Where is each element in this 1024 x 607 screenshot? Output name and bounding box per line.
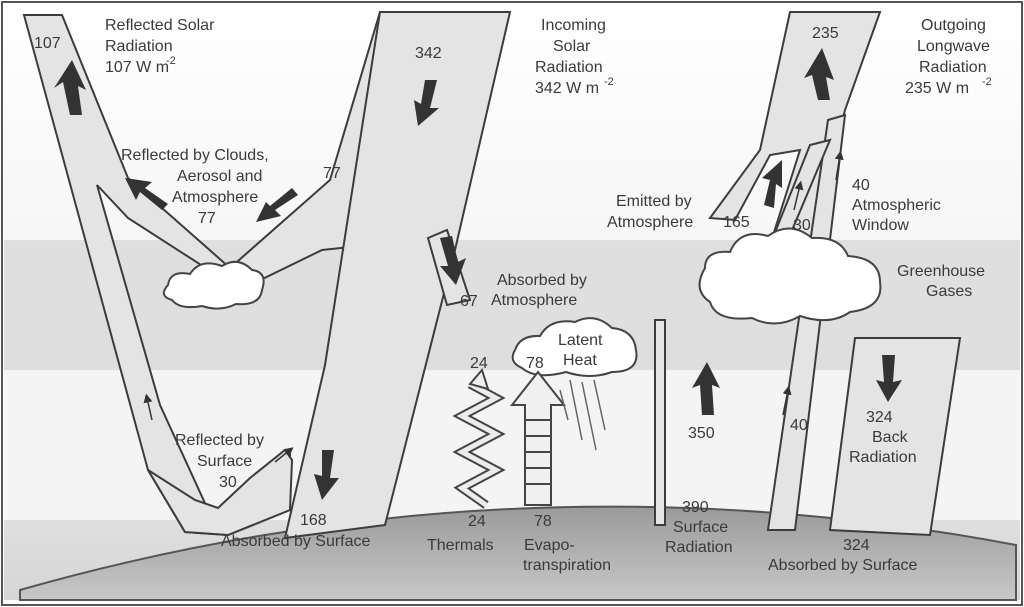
svg-text:Atmosphere: Atmosphere: [172, 189, 258, 206]
incoming-solar-value: 342: [415, 45, 442, 62]
thermals-up-value: 24: [470, 355, 488, 372]
arrow-absorbed-atmosphere: [440, 236, 466, 285]
svg-text:-2: -2: [166, 55, 176, 67]
cloud-latent-heat: [511, 317, 638, 377]
label-incoming-solar: 342 Incoming Solar Radiation 342 W m -2: [415, 17, 614, 97]
svg-text:24: 24: [468, 513, 486, 530]
arrow-outgoing-up: [804, 48, 834, 100]
svg-text:Absorbed by Surface: Absorbed by Surface: [221, 533, 371, 550]
back-radiation-column: [828, 337, 962, 537]
arrow-cloud-down-left: [256, 188, 298, 222]
svg-text:324: 324: [866, 409, 893, 426]
svg-text:Heat: Heat: [563, 352, 597, 369]
outgoing-longwave-band: [708, 11, 882, 246]
svg-text:Solar: Solar: [553, 38, 591, 55]
svg-text:Reflected by Clouds,: Reflected by Clouds,: [121, 147, 269, 164]
label-thermals: 24 Thermals: [427, 513, 494, 554]
svg-text:Radiation: Radiation: [919, 59, 987, 76]
thermals-arrowhead: [468, 367, 490, 391]
svg-text:-2: -2: [604, 76, 614, 88]
svg-text:67: 67: [460, 293, 478, 310]
svg-text:77: 77: [198, 210, 216, 227]
thermals-zigzag-inner: [456, 381, 502, 508]
svg-text:Radiation: Radiation: [849, 449, 917, 466]
svg-text:Reflected Solar: Reflected Solar: [105, 17, 215, 34]
svg-text:Absorbed by Surface: Absorbed by Surface: [768, 557, 918, 574]
flow-arrows: [54, 48, 902, 500]
svg-text:Radiation: Radiation: [665, 539, 733, 556]
window-inner-value: 30: [793, 217, 811, 234]
svg-text:Gases: Gases: [926, 283, 972, 300]
svg-text:Outgoing: Outgoing: [921, 17, 986, 34]
svg-text:Longwave: Longwave: [917, 38, 990, 55]
arrow-absorbed-surface-left: [314, 450, 339, 500]
surface-radiation-up-value: 350: [688, 425, 715, 442]
evapotranspiration-stripes: [525, 419, 551, 485]
svg-text:Incoming: Incoming: [541, 17, 606, 34]
svg-text:30: 30: [219, 474, 237, 491]
label-evapotranspiration: 78 Evapo- transpiration: [523, 513, 611, 574]
arrow-incoming-down: [414, 80, 439, 126]
rain-streaks: [559, 379, 606, 451]
svg-text:Back: Back: [872, 429, 909, 446]
arrow-back-radiation-down: [876, 355, 902, 402]
svg-text:390: 390: [682, 499, 709, 516]
outgoing-longwave-value: 235: [812, 25, 839, 42]
svg-text:Atmospheric: Atmospheric: [852, 197, 941, 214]
arrow-surface-radiation-up: [692, 362, 720, 415]
svg-text:Radiation: Radiation: [105, 38, 173, 55]
svg-text:Radiation: Radiation: [535, 59, 603, 76]
svg-text:Reflected by: Reflected by: [175, 432, 264, 449]
label-emitted-atmosphere: Emitted by Atmosphere 165: [607, 193, 750, 231]
label-greenhouse-gases: Greenhouse Gases: [897, 263, 985, 300]
svg-text:235 W m: 235 W m: [905, 80, 969, 97]
label-outgoing-longwave: 235 Outgoing Longwave Radiation 235 W m …: [812, 17, 992, 97]
svg-text:Atmosphere: Atmosphere: [491, 292, 577, 309]
arrow-clouds-up-left: [125, 178, 168, 210]
svg-text:transpiration: transpiration: [523, 557, 611, 574]
svg-text:107 W m: 107 W m: [105, 59, 169, 76]
svg-text:168: 168: [300, 512, 327, 529]
svg-text:Emitted by: Emitted by: [616, 193, 692, 210]
svg-text:Greenhouse: Greenhouse: [897, 263, 985, 280]
label-reflected-surface: Reflected by Surface 30: [175, 432, 264, 491]
label-reflected-clouds: Reflected by Clouds, Aerosol and Atmosph…: [121, 147, 341, 227]
surface-radiation-column: [654, 319, 666, 526]
label-absorbed-surface-right: 324 Absorbed by Surface: [768, 537, 918, 574]
svg-text:Thermals: Thermals: [427, 537, 494, 554]
cloud-left: [162, 260, 265, 310]
reflected-solar-value: 107: [34, 35, 61, 52]
incoming-solar-band: [283, 11, 512, 540]
svg-text:77: 77: [323, 165, 341, 182]
svg-text:40: 40: [852, 177, 870, 194]
svg-text:Surface: Surface: [673, 519, 728, 536]
label-surface-radiation: 390 Surface Radiation: [665, 499, 733, 556]
svg-text:Window: Window: [852, 217, 909, 234]
label-absorbed-surface-left: 168 Absorbed by Surface: [221, 512, 371, 550]
svg-text:Aerosol and: Aerosol and: [177, 168, 262, 185]
window-up-value: 40: [790, 417, 808, 434]
svg-text:Atmosphere: Atmosphere: [607, 214, 693, 231]
label-atmospheric-window: 40 Atmospheric Window: [852, 177, 941, 234]
label-latent-heat: Latent Heat 78: [526, 332, 603, 372]
svg-text:Latent: Latent: [558, 332, 603, 349]
svg-text:78: 78: [526, 355, 544, 372]
svg-text:78: 78: [534, 513, 552, 530]
svg-text:342 W m: 342 W m: [535, 80, 599, 97]
svg-text:Absorbed by: Absorbed by: [497, 272, 587, 289]
svg-text:324: 324: [843, 537, 870, 554]
arrow-emitted-atmosphere: [762, 160, 782, 208]
svg-text:Surface: Surface: [197, 453, 252, 470]
label-back-radiation: 324 Back Radiation: [849, 409, 917, 466]
arrow-reflected-up: [54, 60, 86, 115]
svg-text:Evapo-: Evapo-: [524, 537, 575, 554]
thin-arrows: [143, 150, 844, 463]
svg-text:-2: -2: [982, 76, 992, 88]
cloud-greenhouse: [698, 227, 882, 325]
svg-text:165: 165: [723, 214, 750, 231]
evapotranspiration-arrow: [509, 370, 567, 506]
label-absorbed-atmosphere: 67 Absorbed by Atmosphere: [460, 272, 587, 310]
label-reflected-solar: 107 Reflected Solar Radiation 107 W m -2: [34, 17, 215, 76]
